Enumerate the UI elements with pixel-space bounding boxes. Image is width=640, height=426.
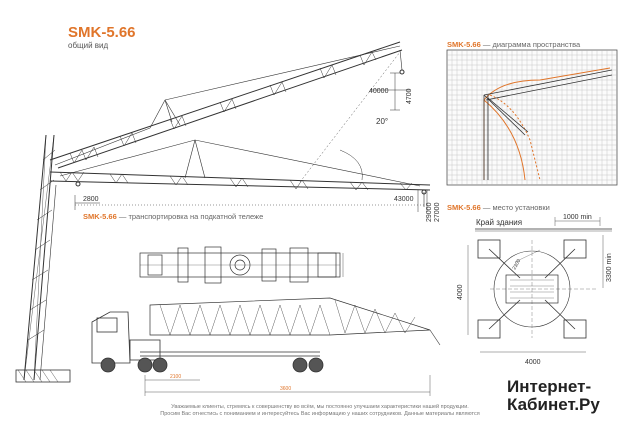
truck-wheel-front	[100, 357, 116, 373]
dim-2100: 2100	[170, 374, 181, 380]
crane-general-view	[15, 41, 431, 383]
crane-upper-boom	[49, 41, 405, 169]
watermark-line-1: Интернет-	[507, 377, 592, 396]
dim-43000: 43000	[394, 196, 414, 203]
space-diagram-grid	[447, 50, 617, 185]
crane-dim-lines	[74, 72, 428, 212]
trailer-wheel-1	[292, 357, 308, 373]
site-model: SMK-5.66	[447, 203, 481, 212]
building-edge-label: Край здания	[476, 218, 522, 227]
transport-top-view	[139, 246, 344, 284]
page-title: SMK-5.66	[68, 24, 136, 41]
space-diagram-title: SMK-5.66 — диаграмма пространства	[447, 40, 580, 49]
page-subtitle: общий вид	[68, 41, 109, 50]
site-label: — место установки	[482, 203, 550, 212]
dim-4000-vertical: 4000	[457, 284, 464, 300]
dim-4700: 4700	[406, 88, 413, 104]
transport-label: — транспортировка на подкатной тележе	[118, 212, 264, 221]
footer-line-1: Уважаемые клиенты, стремясь к совершенст…	[171, 404, 469, 410]
transport-model: SMK-5.66	[83, 212, 117, 221]
dim-29000: 29000	[426, 202, 433, 222]
angle-guide	[299, 51, 401, 183]
site-title: SMK-5.66 — место установки	[447, 203, 550, 212]
footer-line-2: Просим Вас отнестись с пониманием и инте…	[160, 411, 480, 417]
truck-wheel-rear2	[152, 357, 168, 373]
space-diagram-label: — диаграмма пространства	[482, 40, 581, 49]
dim-3300min: 3300 min	[606, 253, 613, 282]
watermark: Интернет- Кабинет.Ру	[507, 378, 600, 414]
dim-40000: 40000	[369, 88, 389, 95]
dim-2300: 2300	[512, 258, 523, 271]
crane-mast	[15, 134, 71, 383]
angle-arc	[339, 149, 363, 181]
dim-angle: 20°	[376, 117, 388, 126]
trailer-wheel-2	[308, 357, 324, 373]
space-diagram-model: SMK-5.66	[447, 40, 481, 49]
outrigger-pad-br	[563, 319, 587, 339]
truck-window	[96, 317, 118, 333]
truck-wheel-rear	[137, 357, 153, 373]
truck-cab	[91, 311, 131, 364]
watermark-line-2: Кабинет.Ру	[507, 395, 600, 414]
transport-side-view	[91, 297, 441, 396]
dim-27000: 27000	[434, 202, 441, 222]
transport-title: SMK-5.66 — транспортировка на подкатной …	[83, 212, 263, 221]
outrigger-pad-tr	[563, 239, 587, 259]
dim-4000-horizontal: 4000	[525, 359, 541, 366]
space-diagram-crane	[483, 69, 613, 180]
site-plan	[467, 217, 612, 353]
space-diagram	[446, 49, 618, 186]
outrigger-pad-bl	[477, 319, 501, 339]
dim-1000min: 1000 min	[563, 214, 592, 221]
dim-2800: 2800	[83, 196, 99, 203]
outrigger-pad-tl	[477, 239, 501, 259]
crane-ties	[54, 45, 421, 187]
dim-3600: 3600	[280, 386, 291, 392]
crane-lower-boom	[49, 171, 431, 207]
